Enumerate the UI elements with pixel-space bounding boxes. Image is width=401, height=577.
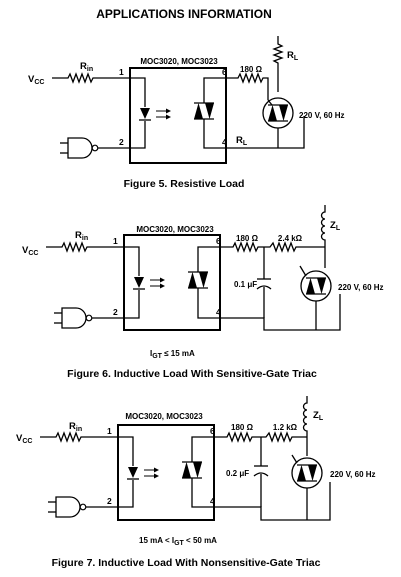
snubber-resistor-label: 1.2 kΩ [273,423,298,432]
figure-5-resistive-load: MOC3020, MOC3023 VCC Rin 1 2 6 4 180 Ω R… [28,36,345,190]
input-wire [52,72,130,84]
opto-triac-icon [187,271,209,289]
led-icon [126,466,140,480]
rin-label: Rin [80,61,93,73]
vcc-label: VCC [22,245,38,257]
resistor-label: 180 Ω [240,65,263,74]
input-wire [40,431,118,443]
power-triac-body [262,97,294,129]
page-title: APPLICATIONS INFORMATION [96,7,272,21]
opto-triac-icon [181,461,203,479]
optocoupler-package [117,424,215,521]
pin-1-label: 1 [119,67,124,77]
pin-6-label: 6 [210,426,215,436]
led-wiring [130,77,146,149]
capacitor-plate-bottom [256,285,272,290]
inductive-load [320,205,326,268]
power-triac-icon [296,464,318,482]
light-arrows-icon [155,108,172,120]
snubber-capacitor-label: 0.1 μF [234,280,257,289]
snubber-capacitor-label: 0.2 μF [226,469,249,478]
figure-6-sensitive-gate: MOC3020, MOC3023 VCC Rin 1 2 6 4 180 Ω 2… [22,205,384,380]
led-icon [132,276,146,290]
led-icon [138,107,152,121]
mains-label: 220 V, 60 Hz [299,111,345,120]
gate-resistor [226,72,269,100]
resistor-label: 180 Ω [236,234,259,243]
pin-4-label: 4 [216,307,221,317]
pin-2-label: 2 [119,137,124,147]
vcc-label: VCC [28,74,44,86]
inductive-load [302,396,308,456]
gate-resistor [220,241,325,253]
optocoupler-package [129,67,227,164]
nand-gate-icon [47,496,87,518]
pin-6-label: 6 [216,236,221,246]
pin-4-label: 4 [222,137,227,147]
opto-triac-wiring [197,246,220,319]
load-label: ZL [313,410,324,422]
light-arrows-icon [143,467,160,479]
part-number: MOC3020, MOC3023 [140,57,218,66]
gate-resistor [214,431,307,443]
figure-7-nonsensitive-gate: MOC3020, MOC3023 VCC Rin 1 2 6 4 180 Ω 1… [16,396,376,569]
pin-2-label: 2 [113,307,118,317]
opto-triac-wiring [203,77,226,149]
gate-lead [267,99,273,106]
pin-1-label: 1 [107,426,112,436]
part-number: MOC3020, MOC3023 [125,412,203,421]
pin-2-label: 2 [107,496,112,506]
mains-label: 220 V, 60 Hz [338,283,384,292]
nand-gate-icon [59,137,99,159]
return-wire [220,294,341,331]
rin-label: Rin [69,421,82,433]
opto-triac-icon [193,102,215,120]
optocoupler-package [123,234,221,331]
snubber-resistor-label: 2.4 kΩ [278,234,303,243]
capacitor-plate-bottom [253,472,269,477]
light-arrows-icon [149,277,166,289]
load-top-label: RL [287,50,299,62]
vcc-label: VCC [16,433,32,445]
return-wire [214,482,331,521]
return-wire [226,116,305,149]
gate-lead [299,265,307,277]
gate-lead [291,454,298,464]
pin-6-label: 6 [222,67,227,77]
figure-caption: Figure 6. Inductive Load With Sensitive-… [67,368,317,380]
rin-label: Rin [75,230,88,242]
opto-triac-wiring [191,436,214,508]
figure-caption: Figure 7. Inductive Load With Nonsensiti… [52,557,321,569]
pin-1-label: 1 [113,236,118,246]
part-number: MOC3020, MOC3023 [136,225,214,234]
input-wire [46,241,124,253]
load-bottom-label: RL [236,135,248,147]
power-triac-icon [305,277,327,295]
gate-current-note: IGT ≤ 15 mA [150,349,195,360]
led-wiring [118,436,134,508]
figure-caption: Figure 5. Resistive Load [124,178,245,190]
power-triac-icon [267,104,289,122]
load-label: ZL [330,220,341,232]
mains-label: 220 V, 60 Hz [330,470,376,479]
nand-gate-icon [53,307,93,329]
load-resistor-top [272,36,284,92]
gate-current-note: 15 mA < IGT < 50 mA [139,536,217,547]
resistor-label: 180 Ω [231,423,254,432]
led-wiring [124,246,140,319]
pin-4-label: 4 [210,496,215,506]
